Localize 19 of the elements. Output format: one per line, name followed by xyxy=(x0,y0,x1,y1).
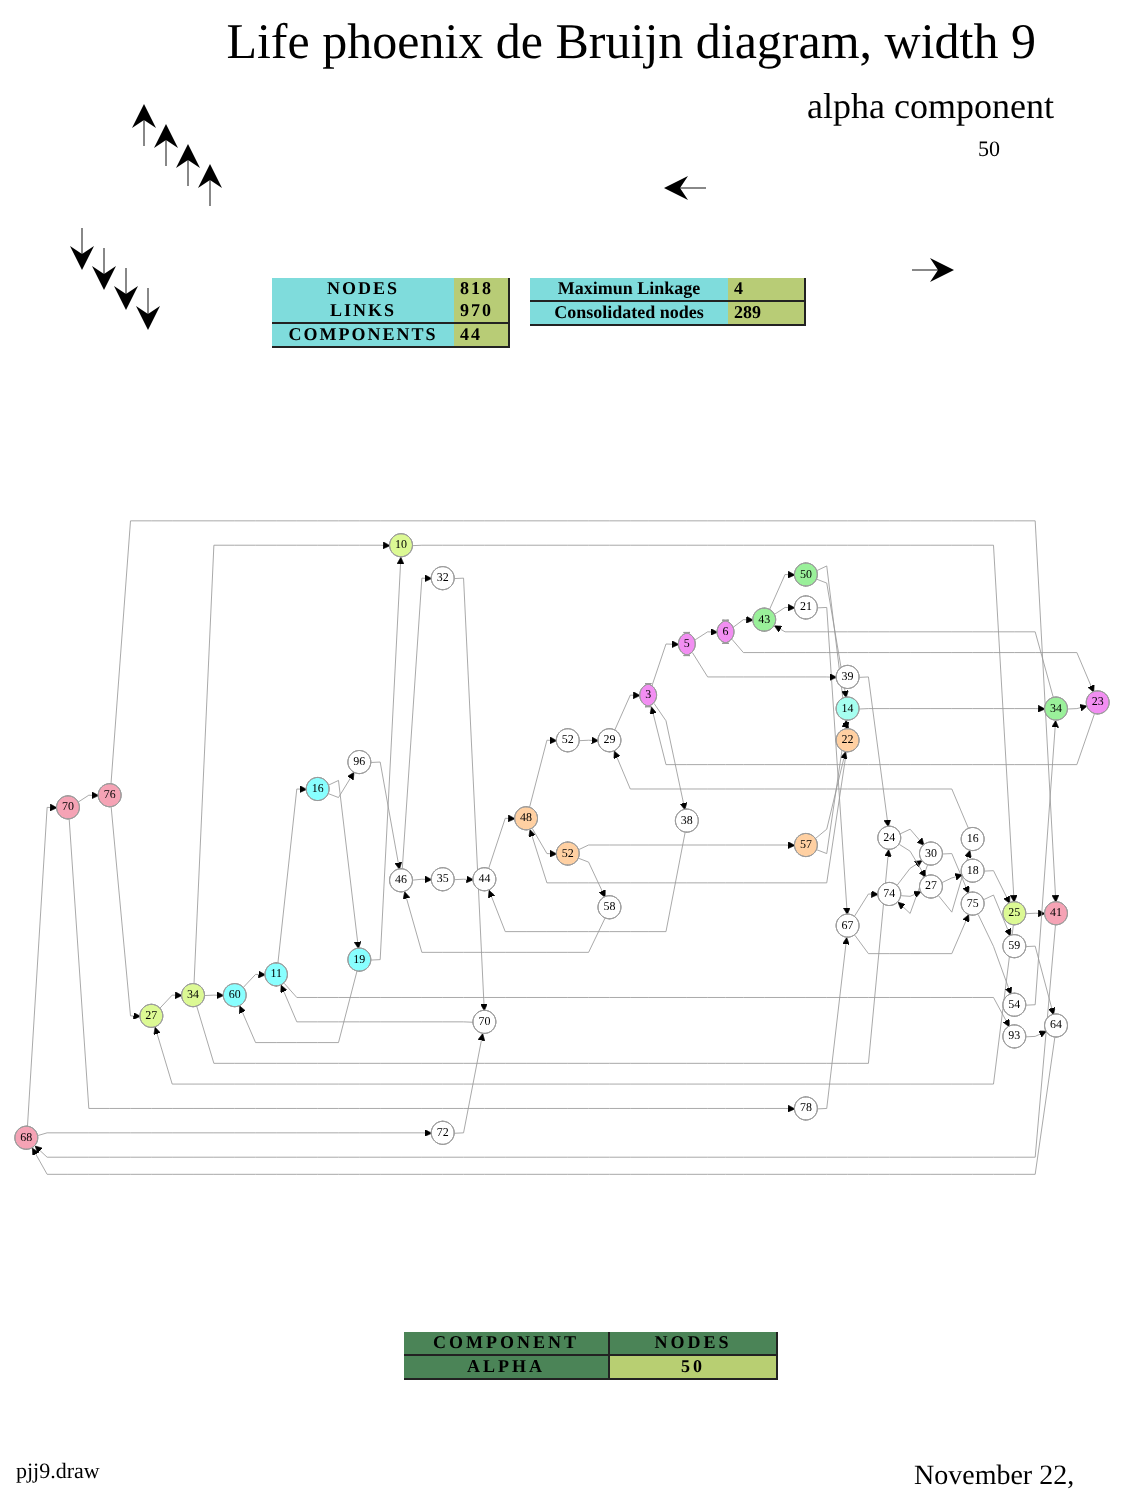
column-header-cell: COMPONENT xyxy=(404,1332,609,1355)
row-header-cell: ALPHA xyxy=(404,1355,609,1379)
table-value-cell: 50 xyxy=(609,1355,777,1379)
stat-value-cell: 44 xyxy=(454,323,509,347)
date-text: November 22, xyxy=(914,1464,1075,1492)
stat-value-cell: 818 xyxy=(454,278,509,300)
file-name: pjj9.draw xyxy=(16,1462,100,1484)
diagram-title: Life phoenix de Bruijn diagram, width 9 xyxy=(226,18,1036,68)
stat-name-cell: NODES xyxy=(272,278,454,300)
stat-name-cell: LINKS xyxy=(272,300,454,323)
subtitle: alpha component xyxy=(807,88,1054,124)
stat-name-cell: Maximun Linkage xyxy=(530,278,728,301)
stat-name-cell: Consolidated nodes xyxy=(530,301,728,325)
column-header-cell: NODES xyxy=(609,1332,777,1355)
stat-value-cell: 970 xyxy=(454,300,509,323)
node-count: 50 xyxy=(978,140,1000,162)
stat-value-cell: 289 xyxy=(728,301,805,325)
stat-name-cell: COMPONENTS xyxy=(272,323,454,347)
stat-value-cell: 4 xyxy=(728,278,805,301)
